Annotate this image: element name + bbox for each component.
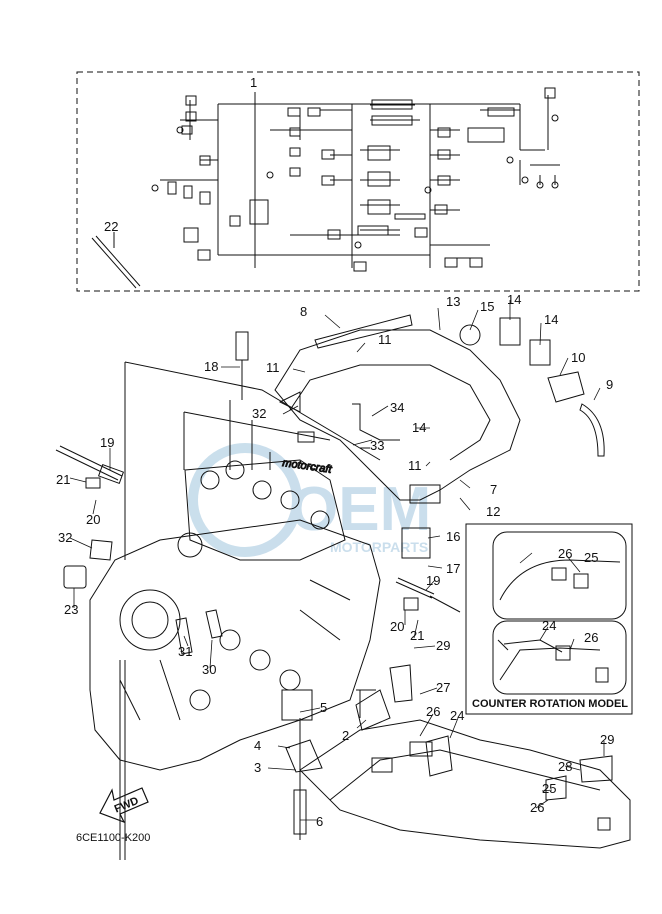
callout-14c: 14 [412, 420, 426, 435]
callout-30: 30 [202, 662, 216, 677]
callout-26c: 26 [584, 630, 598, 645]
callout-11c: 11 [408, 458, 422, 473]
callout-29a: 29 [436, 638, 450, 653]
callout-11b: 11 [378, 332, 392, 347]
fwd-label: FWD [113, 795, 141, 816]
callout-26a: 26 [426, 704, 440, 719]
engine-block: motorcraft [89, 361, 381, 860]
callout-33: 33 [370, 438, 384, 453]
callout-8: 8 [300, 304, 307, 319]
callout-25b: 25 [542, 781, 556, 796]
bottom-cowling [281, 664, 631, 849]
bracket-assembly [235, 314, 605, 559]
callout-28: 28 [558, 759, 572, 774]
callout-10: 10 [571, 350, 585, 365]
callout-19a: 19 [100, 435, 114, 450]
callout-20a: 20 [86, 512, 100, 527]
callout-18: 18 [204, 359, 218, 374]
callout-7: 7 [490, 482, 497, 497]
callout-13: 13 [446, 294, 460, 309]
callout-26d: 26 [530, 800, 544, 815]
callout-17: 17 [446, 561, 460, 576]
callout-19b: 19 [426, 573, 440, 588]
part-code: 6CE1100-K200 [76, 832, 150, 844]
counter-rotation-inset [465, 523, 633, 715]
callout-24a: 24 [450, 708, 464, 723]
callout-1: 1 [250, 75, 257, 90]
callout-23: 23 [64, 602, 78, 617]
callout-21a: 21 [56, 472, 70, 487]
watermark: OEM MOTORPARTS [188, 443, 431, 557]
leader-lines [69, 300, 605, 821]
callout-32a: 32 [252, 406, 266, 421]
callout-4: 4 [254, 738, 261, 753]
callout-12: 12 [486, 504, 500, 519]
callout-16: 16 [446, 529, 460, 544]
callout-20b: 20 [390, 619, 404, 634]
callout-31: 31 [178, 644, 192, 659]
callout-5: 5 [320, 700, 327, 715]
callout-14b: 14 [544, 312, 558, 327]
callout-22: 22 [104, 219, 118, 234]
fwd-arrow-icon: FWD [99, 787, 149, 824]
callout-26b: 26 [558, 546, 572, 561]
inset-title: COUNTER ROTATION MODEL [472, 698, 628, 710]
watermark-small: MOTORPARTS [330, 539, 428, 555]
callout-32b: 32 [58, 530, 72, 545]
sensors-left [55, 445, 461, 655]
callout-15: 15 [480, 299, 494, 314]
wire-harness-group [76, 71, 640, 292]
callout-9: 9 [606, 377, 613, 392]
callout-11a: 11 [266, 360, 280, 375]
callout-labels: 1 22 8 13 15 14 14 10 9 18 11 11 32 34 1… [56, 75, 614, 829]
callout-24b: 24 [542, 618, 556, 633]
callout-27: 27 [436, 680, 450, 695]
callout-2: 2 [342, 728, 349, 743]
callout-14a: 14 [507, 292, 521, 307]
callout-25a: 25 [584, 550, 598, 565]
callout-3: 3 [254, 760, 261, 775]
callout-6: 6 [316, 814, 323, 829]
callout-21b: 21 [410, 628, 424, 643]
callout-34: 34 [390, 400, 404, 415]
callout-29b: 29 [600, 732, 614, 747]
watermark-big: OEM [290, 475, 431, 544]
